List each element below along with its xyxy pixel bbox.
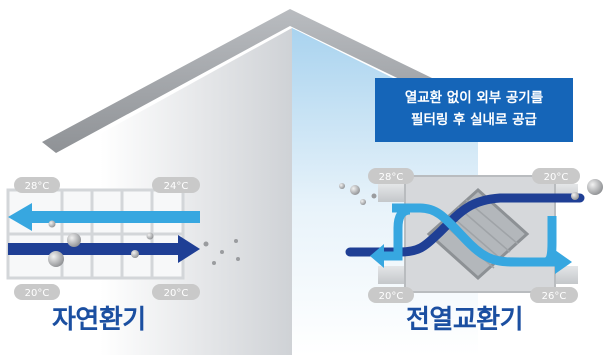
svg-text:28°C: 28°C: [25, 181, 50, 192]
temp-badge-left-indoor-top: 24°C: [152, 177, 200, 193]
svg-text:20°C: 20°C: [164, 288, 189, 299]
temp-badge-right-indoor-top: 20°C: [532, 168, 580, 184]
exhaust-arrow-light: [8, 203, 200, 231]
natural-ventilation-caption: 자연환기: [52, 305, 146, 335]
temp-badge-right-outdoor-top: 28°C: [368, 168, 414, 184]
svg-text:28°C: 28°C: [379, 172, 404, 183]
svg-text:20°C: 20°C: [544, 172, 569, 183]
temp-badge-left-outdoor-bottom: 20°C: [14, 284, 60, 300]
callout-line-1: 열교환 없이 외부 공기를: [404, 90, 544, 106]
natural-ventilation-arrows: [8, 203, 200, 263]
heat-exchanger-airflow: [345, 193, 585, 274]
exhaust-air-flow-light: [392, 203, 560, 267]
dust-particles-right: [339, 179, 603, 205]
dust-particles-left: [48, 220, 240, 267]
svg-text:24°C: 24°C: [164, 181, 189, 192]
natural-ventilation-window: [6, 188, 185, 280]
svg-text:20°C: 20°C: [25, 288, 50, 299]
temp-badge-right-outdoor-bottom: 20°C: [368, 287, 414, 303]
temp-badge-right-indoor-bottom: 26°C: [530, 287, 578, 303]
intake-arrow-dark: [8, 235, 200, 263]
heat-exchanger-caption: 전열교환기: [406, 305, 524, 335]
supply-air-flow-light: [530, 216, 557, 267]
svg-text:20°C: 20°C: [379, 291, 404, 302]
svg-text:26°C: 26°C: [542, 291, 567, 302]
fresh-air-flow-dark: [345, 193, 585, 257]
temp-badge-left-outdoor-top: 28°C: [14, 177, 60, 193]
temp-badge-left-indoor-bottom: 20°C: [152, 284, 200, 300]
return-air-flow-light: [380, 205, 411, 261]
heat-exchanger-unit: [378, 175, 578, 293]
callout-box: 열교환 없이 외부 공기를 필터링 후 실내로 공급: [375, 78, 573, 142]
callout-line-2: 필터링 후 실내로 공급: [411, 112, 537, 128]
